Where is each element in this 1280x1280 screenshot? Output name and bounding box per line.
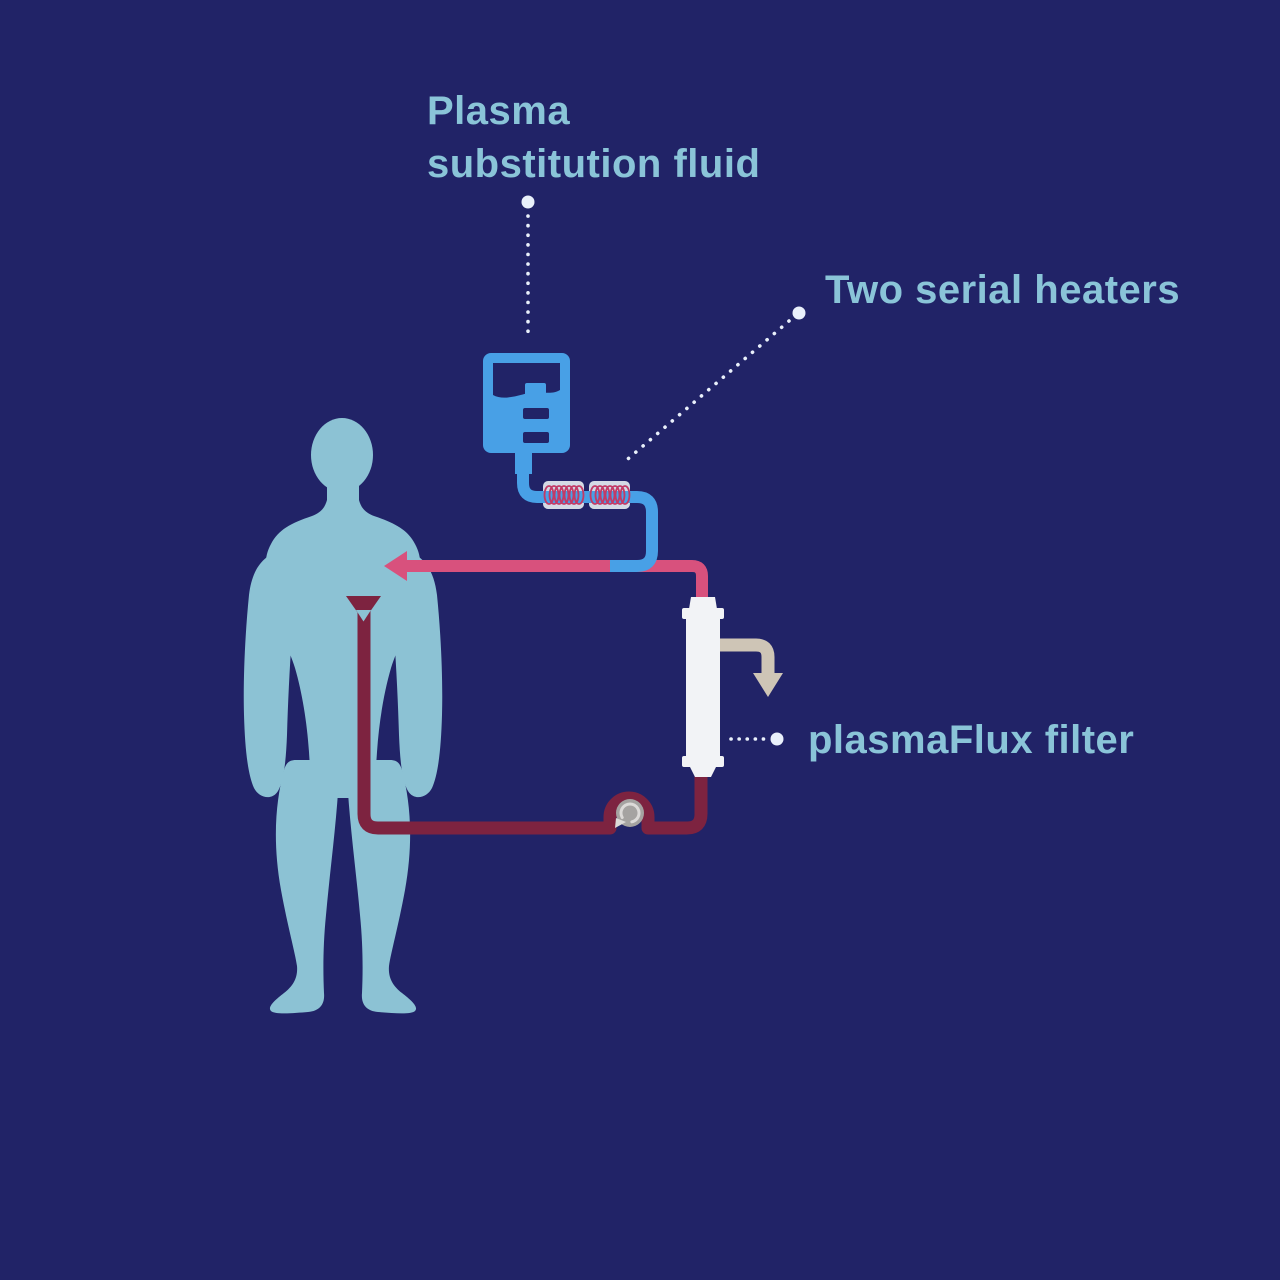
patient-torso [265,485,421,798]
blood-draw-tube [357,608,708,835]
filter-bottom-cap [690,767,716,777]
catheter-funnel [346,596,381,621]
connector-heaters-dotted-line [620,319,791,466]
annotation-anchor-dots [521,195,806,746]
heater-coils [543,485,631,505]
bag-scale-mark-1 [523,408,549,419]
anchor-dot-heaters [792,306,806,320]
blood-return-arrowhead [384,551,407,581]
label-two-serial-heaters: Two serial heaters [825,268,1180,312]
label-plasma-substitution-line1: Plasma [427,89,570,133]
label-plasma-substitution-line2: substitution fluid [427,142,760,186]
heater-2-coil [589,485,631,505]
plasma-outlet [712,638,783,697]
bag-label-tab [525,383,546,396]
plasmaflux-filter [682,597,724,777]
heater-1-coil [543,485,585,505]
plasma-outlet-arrowhead [753,673,783,697]
anchor-dot-filter [770,732,784,746]
catheter-funnel-notch [356,610,371,622]
anchor-dot-bag [521,195,535,209]
filter-housing [686,619,720,757]
blood-pump [615,799,644,828]
plasma-outlet-tube [712,638,775,676]
patient-leg-left [269,760,339,1014]
filter-top-cap [689,597,717,609]
bag-scale-mark-2 [523,432,549,443]
substitution-fluid-bag [483,353,570,474]
annotation-connectors [526,214,791,741]
pump-rotation-arrow [619,802,641,824]
label-plasmaflux-filter: plasmaFlux filter [808,718,1134,762]
blood-draw-line [346,596,708,835]
blood-return-tube [402,560,708,600]
filter-bottom-flange [682,756,724,767]
substitution-fluid-tube [517,470,658,572]
bag-outlet-neck [515,450,532,474]
pump-rotation-arrowhead [615,818,626,828]
filter-top-flange [682,608,724,619]
